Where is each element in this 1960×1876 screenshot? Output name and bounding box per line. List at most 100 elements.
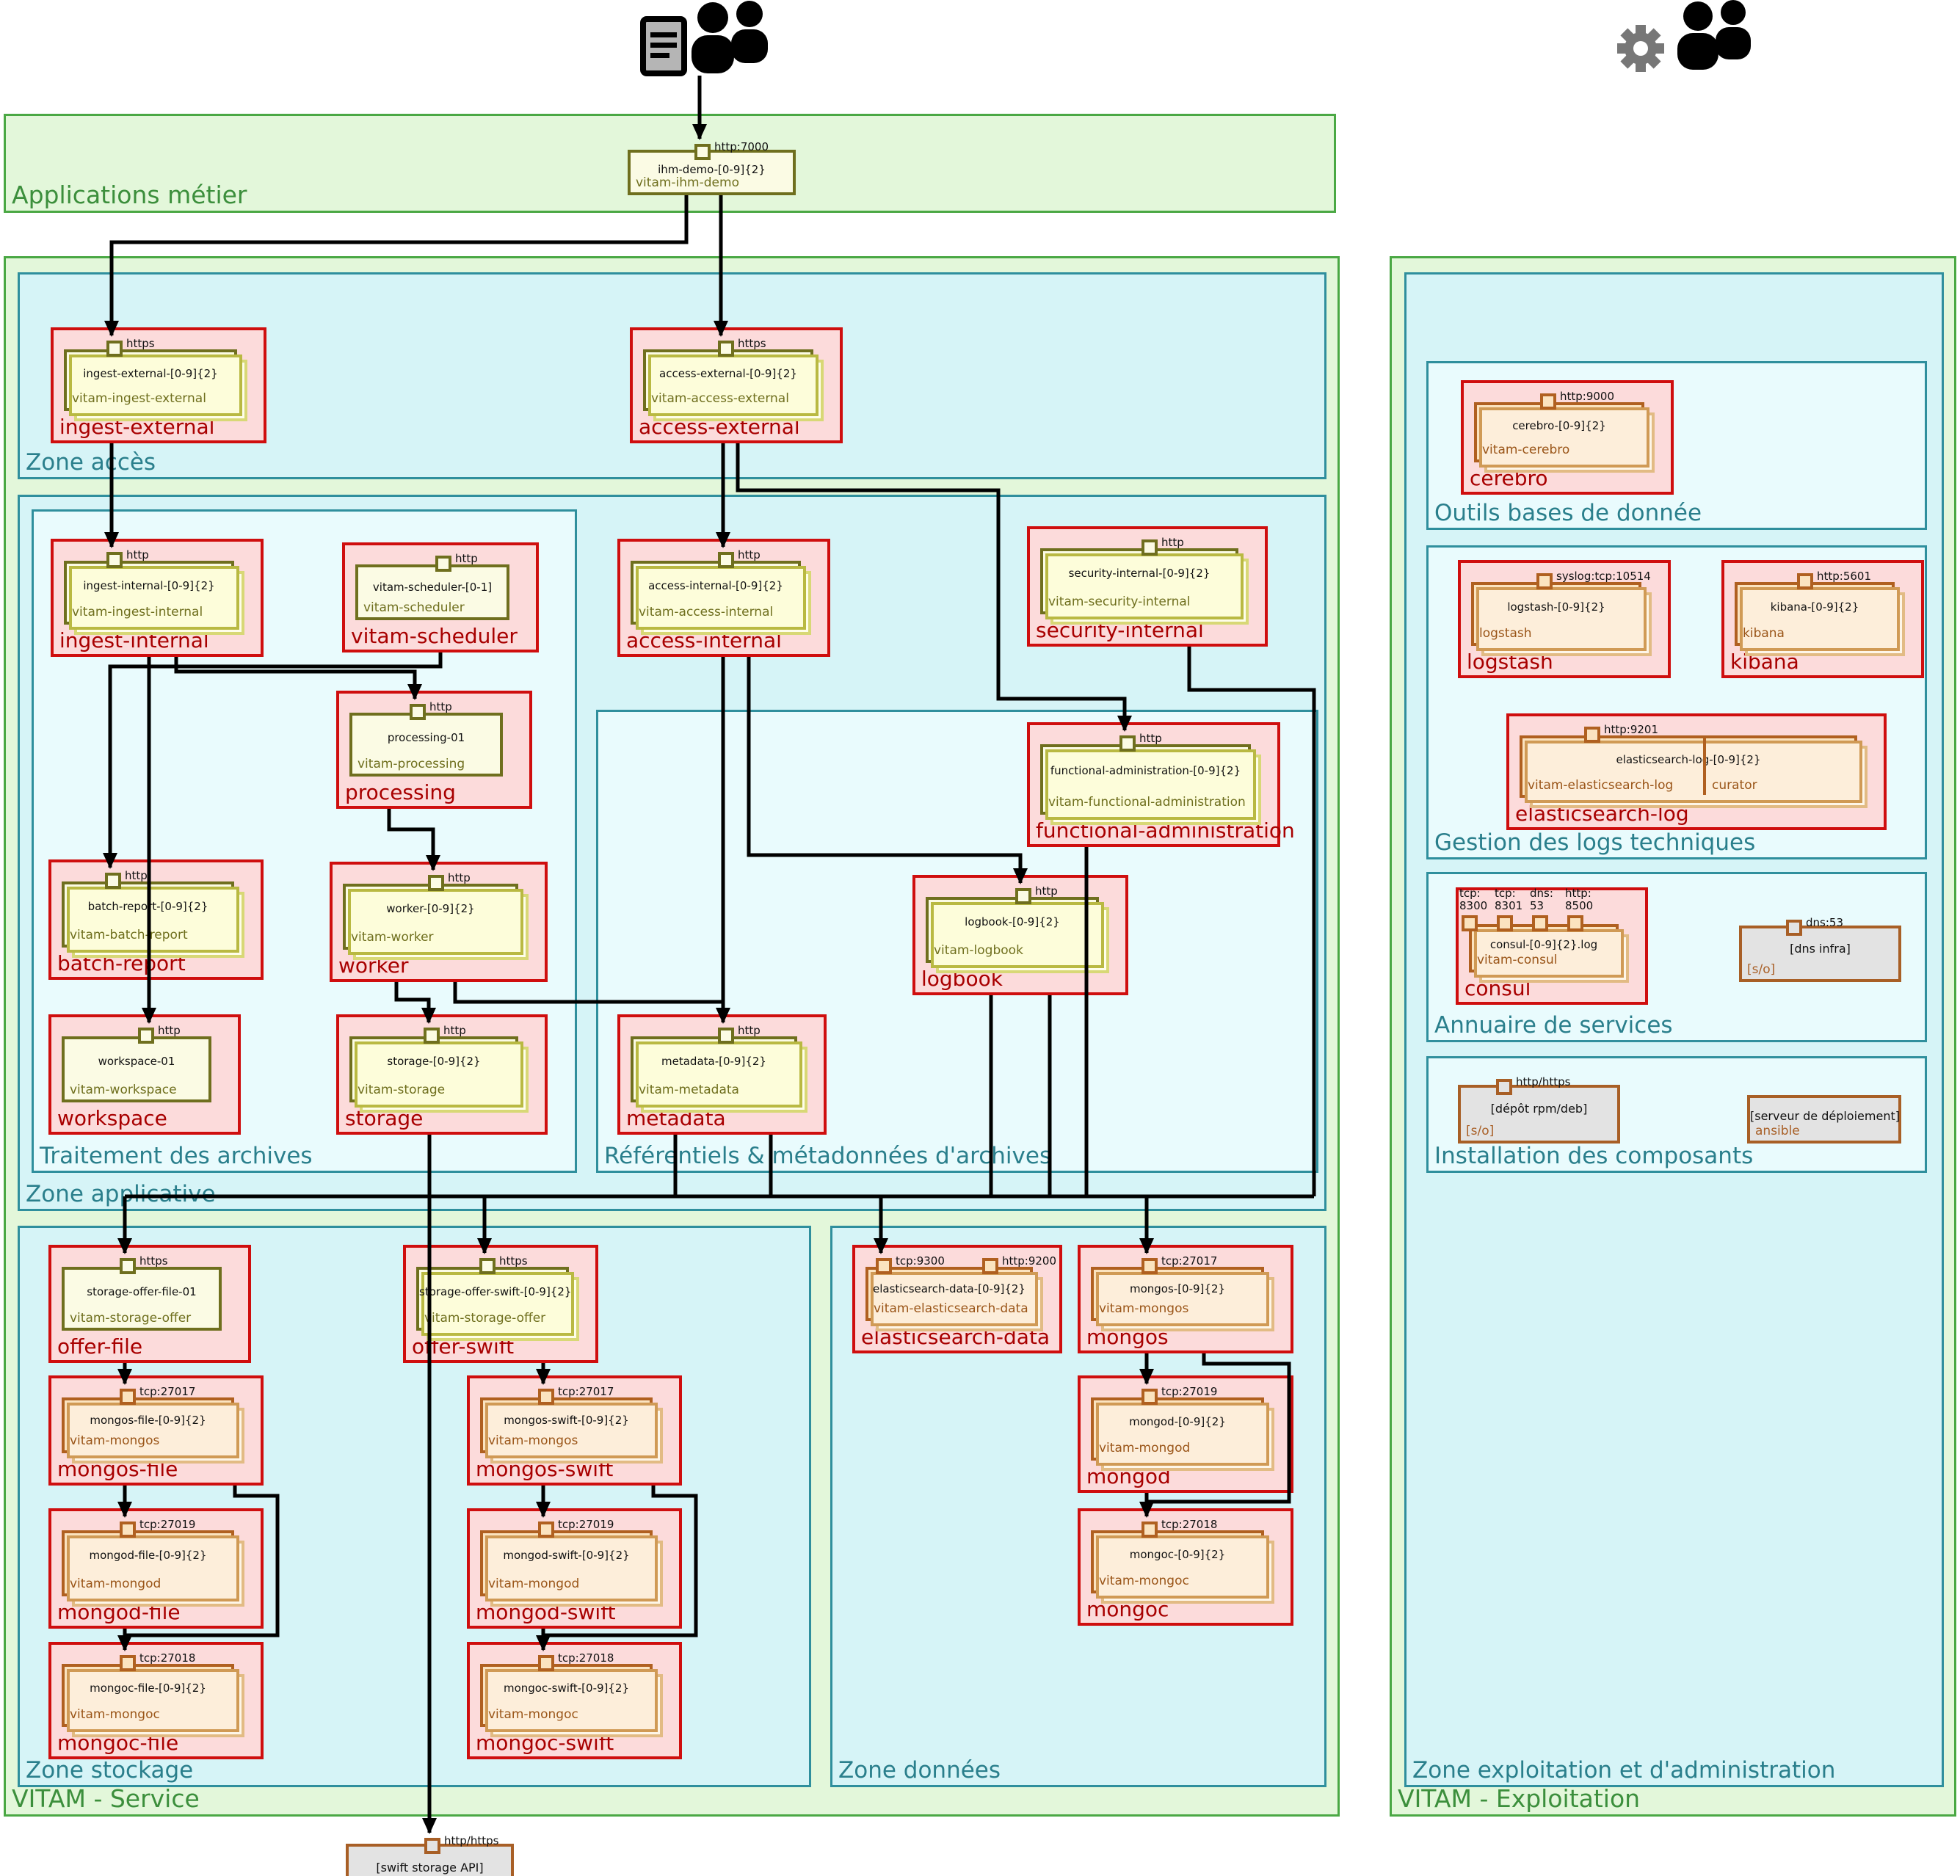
depot-rpm-deb-port (1496, 1079, 1512, 1095)
gear-icon (1617, 25, 1664, 72)
batch-report-title: batch-report-[0-9]{2} (87, 900, 208, 914)
elasticsearch-log-subtitle-right: curator (1712, 778, 1757, 793)
batch-report-component: batch-report-[0-9]{2}vitam-batch-report (62, 881, 234, 948)
consul-subtitle: vitam-consul (1477, 953, 1558, 967)
ingest-internal-port-label: http (126, 548, 149, 561)
ihm-demo-title: ihm-demo-[0-9]{2} (658, 163, 766, 177)
zone-label: VITAM - Service (12, 1784, 200, 1813)
consul-port (1567, 915, 1583, 931)
depot-rpm-deb-port-label: http/https (1516, 1075, 1571, 1088)
mongod-subtitle: vitam-mongod (1099, 1441, 1191, 1455)
logbook-port-label: http (1035, 884, 1058, 898)
storage-port (424, 1028, 440, 1044)
access-external-port-label: https (738, 337, 766, 350)
logbook-component: logbook-[0-9]{2}vitam-logbook (926, 897, 1099, 963)
zone-label: Installation des composants (1434, 1143, 1754, 1169)
workspace-port (138, 1028, 154, 1044)
access-internal-title: access-internal-[0-9]{2} (648, 578, 783, 592)
batch-report-port (105, 873, 121, 889)
zone-label: Traitement des archives (40, 1143, 313, 1169)
ingest-internal-port (106, 552, 123, 568)
logbook-subtitle: vitam-logbook (934, 943, 1023, 958)
logstash-subtitle: logstash (1479, 626, 1532, 641)
offer-file-label: offer-file (57, 1334, 143, 1359)
processing-port-label: http (429, 700, 452, 713)
ingest-internal-component: ingest-internal-[0-9]{2}vitam-ingest-int… (64, 561, 234, 625)
mongoc-file-subtitle: vitam-mongoc (70, 1707, 160, 1722)
mongoc-port (1141, 1521, 1158, 1538)
mongoc-swift-title: mongoc-swift-[0-9]{2} (503, 1682, 630, 1695)
security-internal-component: security-internal-[0-9]{2}vitam-security… (1040, 548, 1238, 614)
vitam-scheduler-label: vitam-scheduler (351, 624, 518, 648)
mongos-swift-title: mongos-swift-[0-9]{2} (504, 1413, 629, 1427)
zone-label: Référentiels & métadonnées d'archives (604, 1143, 1052, 1169)
mongod-title: mongod-[0-9]{2} (1129, 1415, 1226, 1429)
consul-port (1497, 915, 1513, 931)
kibana-component: kibana-[0-9]{2}kibana (1735, 582, 1895, 646)
storage-port-label: http (443, 1024, 466, 1037)
swift-object-storage-port-label: http/https (444, 1834, 499, 1847)
metadata-component: metadata-[0-9]{2}vitam-metadata (631, 1036, 797, 1102)
cerebro-port-label: http:9000 (1560, 390, 1615, 403)
mongos-file-component: mongos-file-[0-9]{2}vitam-mongos (62, 1397, 234, 1453)
mongod-file-title: mongod-file-[0-9]{2} (89, 1549, 207, 1563)
elasticsearch-data-port-label: http:9200 (1002, 1254, 1057, 1268)
mongoc-port-label: tcp:27018 (1161, 1518, 1218, 1531)
worker-title: worker-[0-9]{2} (386, 902, 475, 916)
mongoc-file-component: mongoc-file-[0-9]{2}vitam-mongoc (62, 1664, 234, 1727)
kibana-title: kibana-[0-9]{2} (1770, 600, 1859, 614)
elasticsearch-data-component: elasticsearch-data-[0-9]{2}vitam-elastic… (865, 1267, 1033, 1321)
access-external-title: access-external-[0-9]{2} (659, 366, 797, 380)
access-internal-subtitle: vitam-access-internal (639, 605, 774, 619)
functional-administration-subtitle: vitam-functional-administration (1048, 795, 1246, 810)
security-internal-title: security-internal-[0-9]{2} (1068, 567, 1211, 581)
processing-port (410, 704, 426, 720)
ingest-external-component: ingest-external-[0-9]{2}vitam-ingest-ext… (64, 349, 237, 411)
logstash-title: logstash-[0-9]{2} (1507, 600, 1605, 614)
functional-administration-port (1119, 735, 1136, 752)
functional-administration-port-label: http (1139, 732, 1162, 745)
storage-title: storage-[0-9]{2} (387, 1055, 481, 1069)
mongos-swift-port (538, 1389, 554, 1405)
consul-port-label: tcp: 8300 (1459, 887, 1488, 912)
depot-rpm-deb-subtitle: [s/o] (1466, 1124, 1495, 1138)
mongod-port-label: tcp:27019 (1161, 1385, 1218, 1398)
mongod-file-port (120, 1521, 136, 1538)
mongod-swift-component: mongod-swift-[0-9]{2}vitam-mongod (480, 1530, 653, 1596)
access-external-subtitle: vitam-access-external (651, 391, 789, 406)
cerebro-title: cerebro-[0-9]{2} (1512, 419, 1606, 433)
zone-label: Zone accès (26, 449, 156, 476)
component-divider (1703, 738, 1706, 795)
mongos-title: mongos-[0-9]{2} (1129, 1282, 1226, 1296)
batch-report-port-label: http (125, 869, 148, 882)
vitam-scheduler-subtitle: vitam-scheduler (363, 600, 465, 615)
ansible-subtitle: ansible (1755, 1124, 1800, 1138)
ingest-external-title: ingest-external-[0-9]{2} (83, 366, 218, 380)
consul-title: consul-[0-9]{2}.log (1489, 938, 1598, 952)
metadata-port-label: http (738, 1024, 761, 1037)
consul-port-label: dns: 53 (1530, 887, 1553, 912)
offer-swift-subtitle: vitam-storage-offer (424, 1311, 546, 1326)
depot-rpm-deb: [dépôt rpm/deb] [s/o] http/https (1458, 1076, 1620, 1144)
users-with-gear-icon (1617, 0, 1751, 72)
kibana-port (1797, 573, 1813, 589)
ihm-demo-port (694, 144, 711, 160)
mongod-component: mongod-[0-9]{2} vitam-mongod (1091, 1397, 1264, 1461)
depot-rpm-deb-title: [dépôt rpm/deb] (1490, 1101, 1588, 1116)
